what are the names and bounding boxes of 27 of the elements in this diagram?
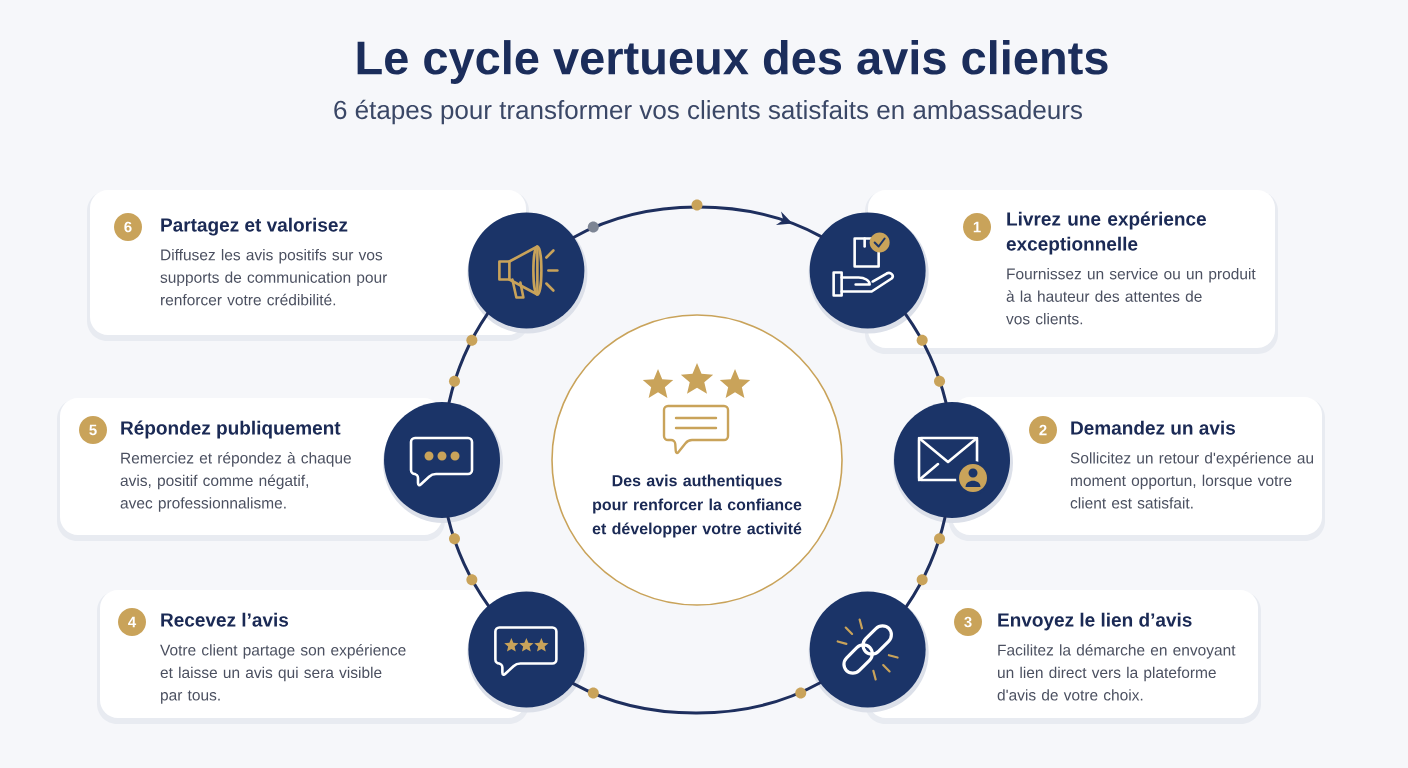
step-description: Votre client partage son expérience et laisse un avis qui sera visible par tous.	[160, 644, 406, 704]
cycle-arrow	[572, 205, 823, 239]
step-title: Partagez et valorisez	[161, 217, 348, 236]
number-badge: 1	[963, 213, 991, 241]
step-description: Diffusez les avis positifs sur vos supports de communication pour renforcer votre crédibilité.	[160, 249, 388, 306]
step-title: Recevez l’avis	[161, 612, 289, 627]
cycle-line	[904, 312, 948, 404]
step-description: Facilitez la démarche en envoyant un lien direct vers la plateforme d'avis de votre choix.	[997, 644, 1236, 701]
step-title: Envoyez le lien d’avis	[998, 612, 1192, 631]
number-badge: 4	[118, 608, 146, 636]
cycle-line	[571, 681, 822, 715]
number-badge: 6	[114, 213, 142, 241]
number-badge: 5	[79, 416, 107, 444]
number-badge: 3	[954, 608, 982, 636]
cycle-line	[447, 312, 490, 404]
step-card	[87, 190, 529, 341]
cycle-line	[904, 516, 947, 608]
number-badge: 2	[1029, 416, 1057, 444]
step-title: Livrez une expérience exceptionnelle	[1006, 211, 1206, 255]
center-text: Des avis authentiques pour renforcer la confiance et développer votre activité	[592, 474, 802, 538]
step-description: Sollicitez un retour d'expérience au moment opportun, lorsque votre client est satisfait.	[1070, 452, 1314, 509]
step-title: Répondez publiquement	[121, 420, 341, 439]
subtitle: 6 étapes pour transformer vos clients satisfaits en ambassadeurs	[334, 99, 1082, 125]
step-title: Demandez un avis	[1071, 420, 1235, 435]
title: Le cycle vertueux des avis clients	[357, 40, 1108, 84]
step-description: Remerciez et répondez à chaque avis, positif comme négatif, avec professionnalisme.	[120, 452, 351, 512]
step-description: Fournissez un service ou un produit à la hauteur des attentes de vos clients.	[1006, 268, 1256, 325]
